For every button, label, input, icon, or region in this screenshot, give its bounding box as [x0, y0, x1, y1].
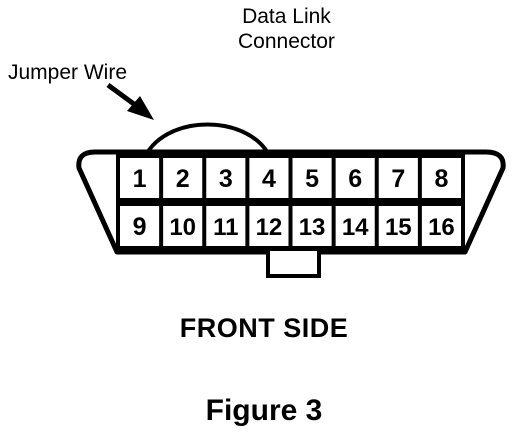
pin-7-label: 7	[391, 165, 405, 193]
pin-6-label: 6	[348, 165, 362, 193]
connector-label-line-1: Data Link	[242, 5, 331, 28]
pin-4-label: 4	[262, 165, 276, 193]
row-divider	[118, 198, 463, 206]
pin-15-label: 15	[385, 214, 412, 241]
pin-8-label: 8	[434, 165, 448, 193]
top-pin-row: 1 2 3 4 5 6 7 8	[133, 158, 448, 198]
figure-caption: Figure 3	[205, 394, 323, 427]
connector-label: Data Link Connector	[238, 4, 335, 54]
pin-10-label: 10	[169, 214, 196, 241]
pin-16-label: 16	[428, 214, 455, 241]
connector-label-line-2: Connector	[238, 30, 335, 53]
pin-1-label: 1	[133, 165, 147, 193]
view-label: FRONT SIDE	[179, 313, 349, 343]
pin-13-label: 13	[299, 214, 326, 241]
locking-tab	[266, 251, 321, 278]
pin-5-label: 5	[305, 165, 319, 193]
pin-9-label: 9	[133, 213, 147, 241]
pin-12-label: 12	[256, 214, 283, 241]
jumper-wire-label: Jumper Wire	[8, 61, 128, 84]
jumper-arrow	[106, 82, 154, 120]
pin-3-label: 3	[219, 165, 233, 193]
bottom-pin-row: 9 10 11 12 13 14 15 16	[133, 206, 455, 246]
pin-2-label: 2	[176, 165, 190, 193]
pin-11-label: 11	[213, 214, 238, 241]
jumper-wire	[141, 122, 274, 163]
pin-14-label: 14	[342, 214, 369, 241]
